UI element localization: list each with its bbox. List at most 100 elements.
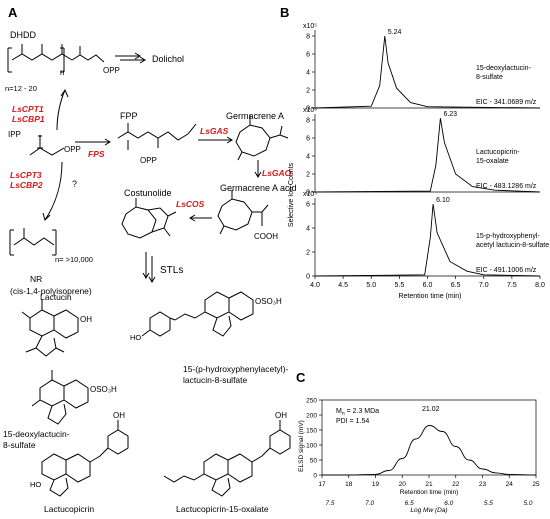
elsd-x-tick-label: 25 [532, 481, 540, 488]
chrom-x-tick-label: 8.0 [535, 282, 545, 289]
germacrene-acid-label: Germacrene A acid [220, 183, 297, 193]
germacrene-a-label: Germacrene A [226, 111, 284, 121]
elsd-y-tick-label: 200 [306, 413, 317, 420]
nr-label: NR [30, 274, 42, 284]
deoxylactucin-structure [31, 370, 89, 425]
elsd-secondary-x-tick-label: 7.0 [365, 500, 374, 507]
enzyme-lsgas: LsGAS [200, 126, 229, 136]
germacrene-acid-structure [217, 190, 269, 235]
hpa-ho: HO [130, 333, 141, 342]
chrom-y-tick-label: 6 [306, 52, 310, 59]
elsd-peak-label: 21.02 [422, 406, 440, 413]
chrom-y-tick-label: 2 [306, 88, 310, 95]
germacrene-a-structure [235, 115, 289, 161]
panel-label-c: C [296, 370, 306, 385]
dhdd-n: n [60, 68, 64, 77]
chrom-y-tick-label: 0 [306, 106, 310, 113]
chrom-compound-line-1: 15-deoxylactucin- [476, 65, 532, 72]
chrom-y-tick-label: 2 [306, 172, 310, 179]
dhdd-n-range: n=12 - 20 [5, 84, 37, 93]
chrom-y-tick-label: 0 [306, 190, 310, 197]
elsd-y-tick-label: 0 [313, 473, 317, 480]
panel-label-b: B [280, 5, 289, 20]
costunolide-label: Costunolide [124, 188, 172, 198]
gao-arrow [254, 160, 262, 178]
chrom-y-tick-label: 6 [306, 202, 310, 209]
chrom-compound-line-2: 15-oxalate [476, 158, 509, 165]
chrom-peak-label: 5.24 [388, 29, 402, 36]
deoxylactucin-oso3h: OSO₃H [90, 385, 117, 394]
dhdd-structure [7, 44, 105, 73]
chrom-peak-label: 6.23 [443, 111, 457, 118]
enzyme-lsgao: LsGAO [262, 168, 292, 178]
question-mark: ? [72, 179, 77, 189]
chrom-scale-label: x10⁵ [303, 23, 317, 30]
fpp-label: FPP [120, 111, 138, 121]
chrom-x-tick-label: 4.5 [338, 282, 348, 289]
elsd-mn-sub: n [342, 411, 345, 417]
hpa-lactucin-structure [141, 291, 254, 337]
deoxylactucin-label-1: 15-deoxylactucin- [3, 429, 70, 439]
chrom-y-tick-label: 2 [306, 250, 310, 257]
chrom-x-tick-label: 7.5 [507, 282, 517, 289]
chrom-y-tick-label: 8 [306, 34, 310, 41]
elsd-y-axis-label: ELSD signal (mV) [298, 420, 305, 472]
enzyme-lscbp1: LsCBP1 [12, 114, 45, 124]
chrom-compound-line-2: acetyl lactucin-8-sulfate [476, 242, 549, 249]
chrom-compound-line-1: Lactucopicrin- [476, 149, 520, 156]
lactucopicrin-label: Lactucopicrin [44, 504, 94, 514]
chrom-y-tick-label: 0 [306, 274, 310, 281]
nr-n-value: n= >10,000 [55, 255, 93, 264]
elsd-x-tick-label: 22 [452, 481, 460, 488]
elsd-x-tick-label: 17 [318, 481, 326, 488]
elsd-mn-m: M [336, 408, 342, 415]
enzyme-lscbp2: LsCBP2 [10, 180, 43, 190]
chrom-compound-line-2: 8-sulfate [476, 74, 503, 81]
chrom-x-tick-label: 6.5 [451, 282, 461, 289]
elsd-x-tick-label: 20 [399, 481, 407, 488]
ipp-to-fpp-arrow [75, 138, 111, 146]
chrom-trace-2 [314, 118, 541, 193]
elsd-x-tick-label: 19 [372, 481, 380, 488]
lactucopicrin-oxalate-structure [163, 420, 291, 497]
chrom-y-tick-label: 8 [306, 118, 310, 125]
costunolide-structure [121, 198, 177, 239]
elsd-mn-value: = 2.3 MDa [345, 408, 380, 415]
chrom-eic-label: EIC - 491.1006 m/z [476, 267, 537, 274]
nr-full-name: (cis-1,4-polyisoprene) [10, 286, 92, 296]
lactucopicrin-structure [41, 420, 129, 497]
cooh-label: COOH [254, 232, 278, 241]
chrom-x-tick-label: 6.0 [423, 282, 433, 289]
lactucin-oh: OH [80, 315, 92, 324]
ipp-structure [29, 135, 65, 156]
dolichol-label: Dolichol [152, 54, 184, 64]
panel-label-a: A [8, 5, 18, 20]
ipp-to-nr-arrow [42, 161, 63, 221]
chrom-x-tick-label: 7.0 [479, 282, 489, 289]
lactucopicrin-oxalate-oh: OH [275, 411, 287, 420]
elsd-pdi-annotation: PDI = 1.54 [336, 418, 369, 425]
chrom-eic-label: EIC - 341.0689 m/z [476, 99, 537, 106]
chrom-compound-line-1: 15-p-hydroxyphenyl- [476, 233, 540, 240]
enzyme-lscpt1: LsCPT1 [12, 104, 44, 114]
elsd-secondary-x-tick-label: 6.0 [444, 500, 453, 507]
hpa-label-1: 15-(p-hydroxyphenylacetyl)- [183, 364, 289, 374]
ipp-opp: OPP [64, 145, 81, 154]
chrom-peak-label: 6.10 [436, 197, 450, 204]
chromatogram-panels: 86420x10⁵5.2415-deoxylactucin-8-sulfateE… [303, 23, 549, 289]
chrom-y-tick-label: 6 [306, 136, 310, 143]
elsd-y-tick-label: 250 [306, 398, 317, 405]
elsd-secondary-x-tick-label: 5.5 [484, 500, 493, 507]
elsd-y-tick-label: 150 [306, 428, 317, 435]
enzyme-lscpt3: LsCPT3 [10, 170, 42, 180]
stls-label: STLs [160, 265, 183, 276]
lactucopicrin-oh: OH [113, 411, 125, 420]
enzyme-fps: FPS [88, 149, 105, 159]
chrom-x-tick-label: 4.0 [310, 282, 320, 289]
elsd-trace [321, 425, 537, 476]
dolichol-arrows [115, 52, 146, 64]
lactucopicrin-oxalate-label: Lactucopicrin-15-oxalate [176, 504, 269, 514]
elsd-secondary-x-tick-label: 5.0 [523, 500, 532, 507]
chrom-trace-1 [314, 35, 541, 109]
